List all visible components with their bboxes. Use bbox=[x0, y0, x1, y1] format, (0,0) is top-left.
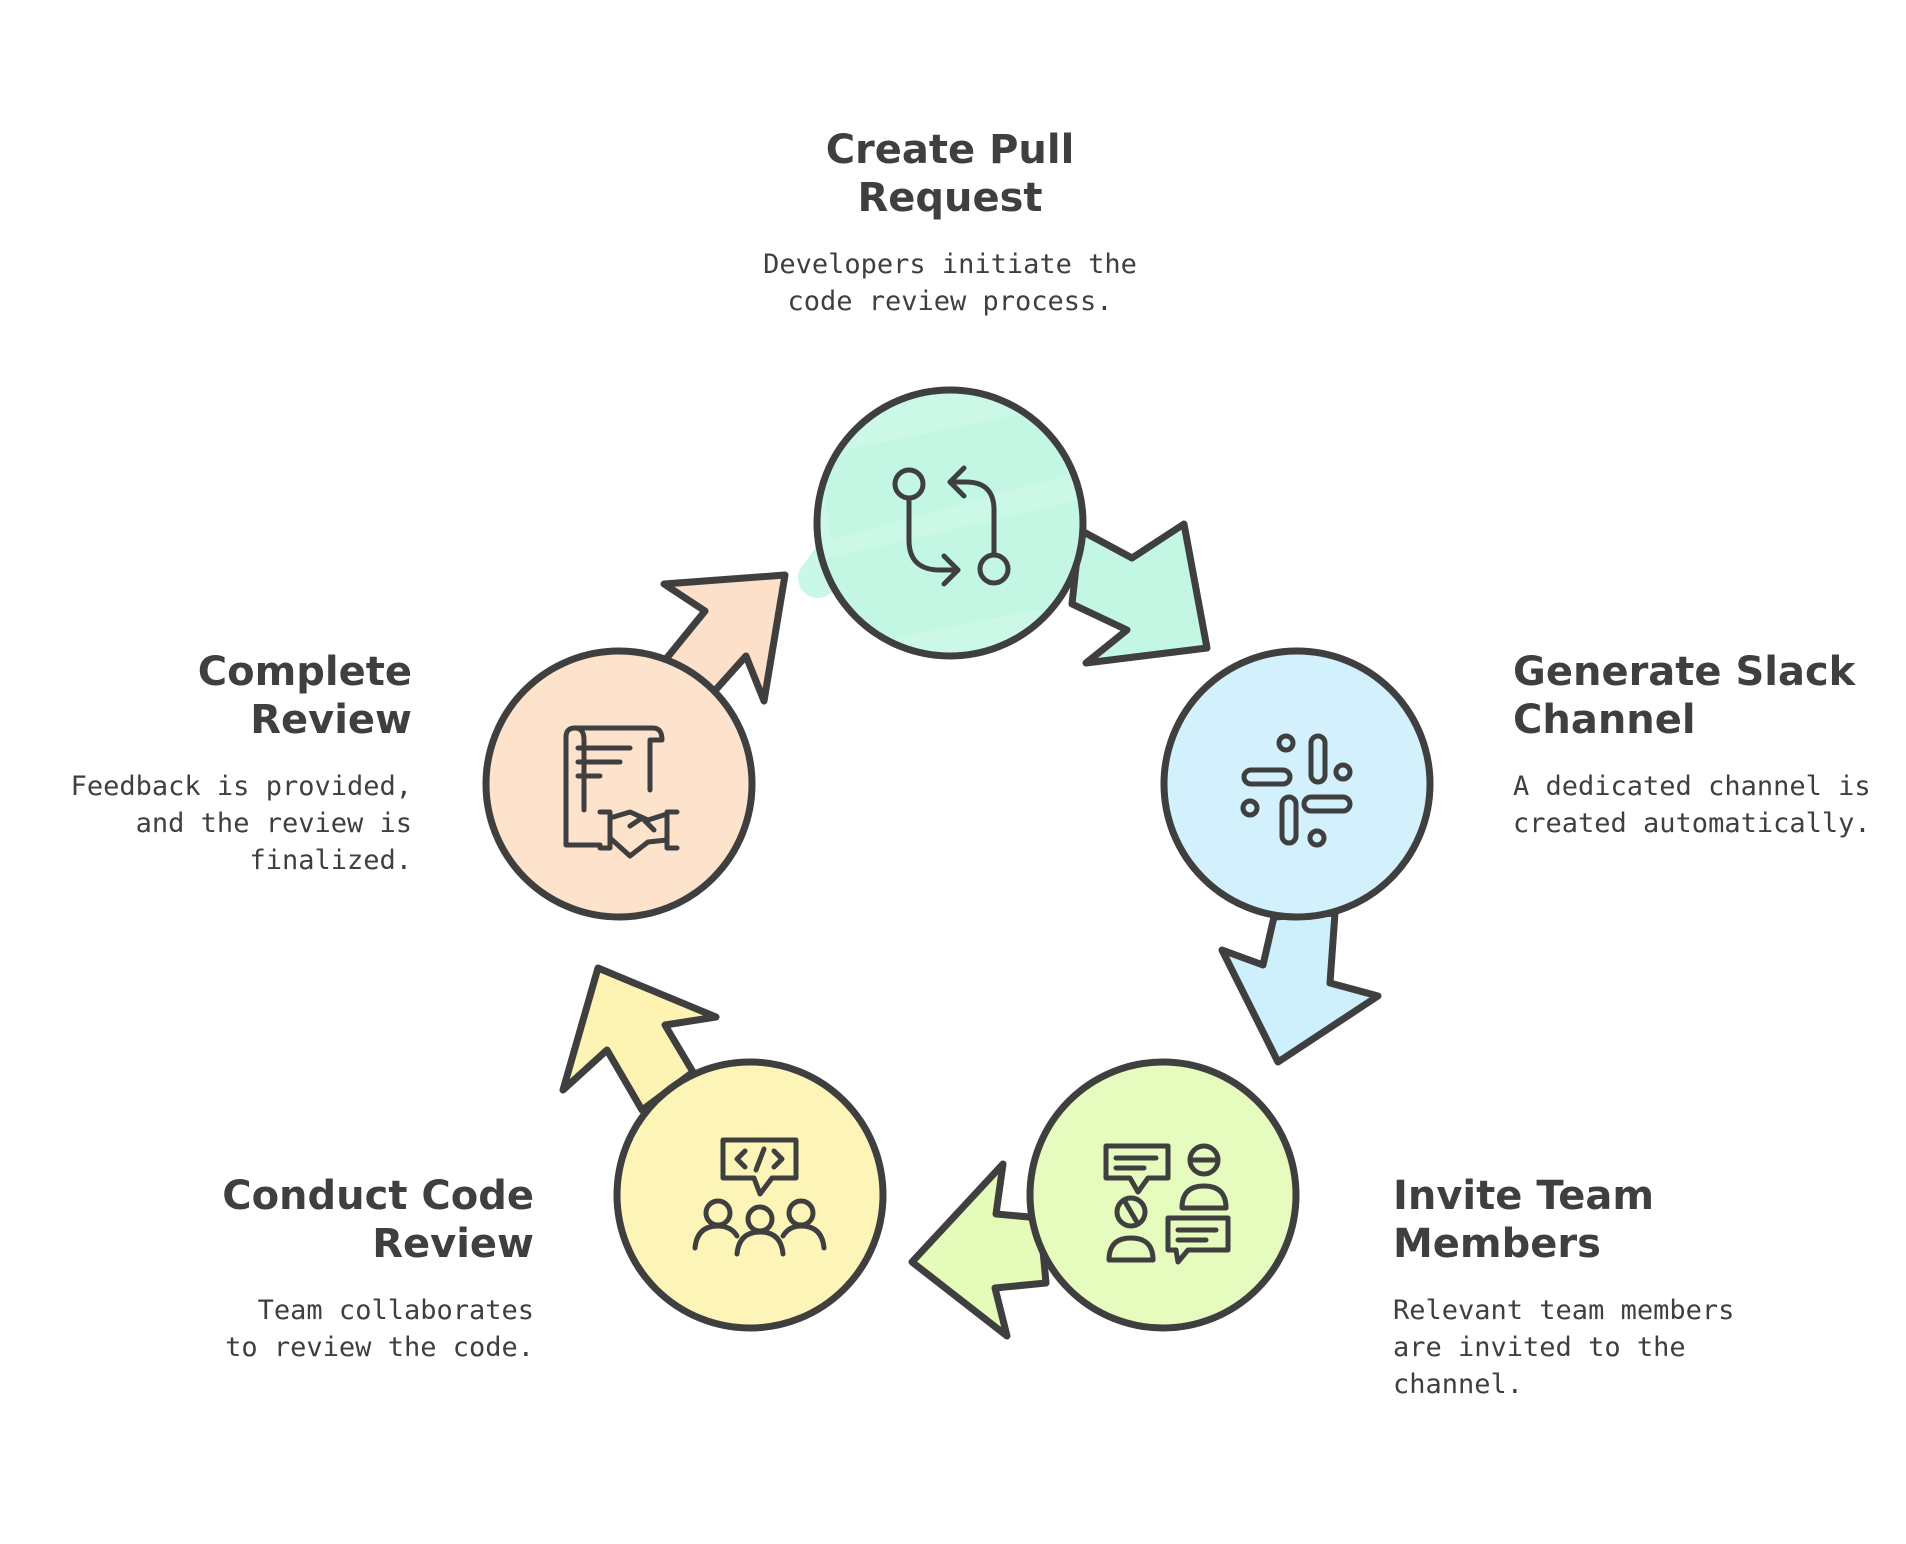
code-collaboration-icon bbox=[692, 1137, 827, 1257]
stage-description: A dedicated channel is created automatic… bbox=[1513, 771, 1871, 839]
stage-title: Generate Slack Channel bbox=[1513, 649, 1856, 743]
stage-title: Conduct Code Review bbox=[222, 1173, 534, 1267]
stage-title: Invite Team Members bbox=[1393, 1173, 1655, 1267]
stage-description: Team collaborates to review the code. bbox=[225, 1295, 534, 1363]
stage-circle-invite-team-members bbox=[1026, 1058, 1300, 1332]
stage-label-invite-team-members: Invite Team Members Relevant team member… bbox=[1393, 1172, 1773, 1403]
stage-circle-conduct-code-review bbox=[613, 1058, 887, 1332]
arrow-complete-to-create bbox=[660, 571, 789, 705]
pull-request-icon bbox=[892, 465, 1011, 587]
team-chat-icon bbox=[1103, 1143, 1231, 1265]
stage-description: Developers initiate the code review proc… bbox=[763, 249, 1137, 317]
ring-arrows bbox=[559, 508, 1382, 1340]
arrow-slack-to-invite bbox=[1218, 909, 1382, 1066]
stage-label-complete-review: Complete Review Feedback is provided, an… bbox=[36, 648, 412, 879]
stage-title: Create Pull Request bbox=[825, 127, 1075, 221]
agreement-document-icon bbox=[563, 725, 680, 859]
stage-label-conduct-code-review: Conduct Code Review Team collaborates to… bbox=[214, 1172, 534, 1366]
stage-circle-generate-slack-channel bbox=[1160, 647, 1434, 921]
stage-title: Complete Review bbox=[197, 649, 412, 743]
stage-circle-create-pull-request bbox=[813, 386, 1087, 660]
stage-label-generate-slack-channel: Generate Slack Channel A dedicated chann… bbox=[1513, 648, 1873, 842]
stage-label-create-pull-request: Create Pull Request Developers initiate … bbox=[750, 126, 1150, 320]
arrow-create-to-slack bbox=[1068, 520, 1211, 667]
arrow-invite-to-conduct bbox=[908, 1160, 1050, 1340]
stage-circle-complete-review bbox=[482, 647, 756, 921]
stage-description: Relevant team members are invited to the… bbox=[1393, 1295, 1735, 1400]
slack-icon bbox=[1240, 733, 1353, 848]
arrow-conduct-to-complete bbox=[559, 964, 720, 1114]
stage-description: Feedback is provided, and the review is … bbox=[70, 771, 412, 876]
